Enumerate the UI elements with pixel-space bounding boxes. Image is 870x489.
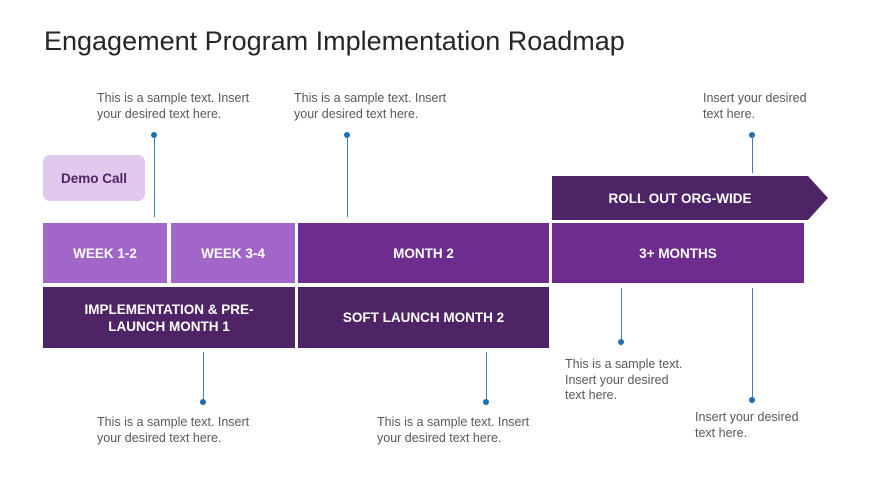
roll-out-arrow-shape xyxy=(552,176,828,220)
soft-launch-box: SOFT LAUNCH MONTH 2 xyxy=(298,287,549,348)
week-1-2-box: WEEK 1-2 xyxy=(43,223,167,283)
connector-line-bottom-left xyxy=(203,352,204,400)
note-bottom-right1: This is a sample text. Insert your desir… xyxy=(565,357,683,402)
note-top-left: This is a sample text. Insert your desir… xyxy=(97,91,250,121)
month-2-box: MONTH 2 xyxy=(298,223,549,283)
note-top-mid: This is a sample text. Insert your desir… xyxy=(294,91,447,121)
connector-dot-bottom-mid xyxy=(483,399,489,405)
demo-call-box: Demo Call xyxy=(43,155,145,201)
note-bottom-left: This is a sample text. Insert your desir… xyxy=(97,415,250,445)
note-bottom-right2: Insert your desired text here. xyxy=(695,410,799,440)
connector-line-top-mid xyxy=(347,135,348,217)
note-top-right: Insert your desired text here. xyxy=(703,91,807,121)
note-bottom-mid: This is a sample text. Insert your desir… xyxy=(377,415,530,445)
week-3-4-box: WEEK 3-4 xyxy=(171,223,295,283)
connector-line-top-right xyxy=(752,135,753,173)
connector-line-bottom-right2 xyxy=(752,288,753,398)
roll-out-label: ROLL OUT ORG-WIDE xyxy=(608,190,752,206)
connector-dot-bottom-right2 xyxy=(749,397,755,403)
implementation-box: IMPLEMENTATION & PRE-LAUNCH MONTH 1 xyxy=(43,287,295,348)
months-3-plus-box: 3+ MONTHS xyxy=(552,223,804,283)
connector-line-bottom-mid xyxy=(486,352,487,400)
connector-dot-bottom-left xyxy=(200,399,206,405)
connector-dot-bottom-right1 xyxy=(618,339,624,345)
connector-line-top-left xyxy=(154,135,155,217)
page-title: Engagement Program Implementation Roadma… xyxy=(44,26,625,56)
roll-out-arrow: ROLL OUT ORG-WIDE xyxy=(552,176,828,220)
connector-line-bottom-right1 xyxy=(621,288,622,340)
